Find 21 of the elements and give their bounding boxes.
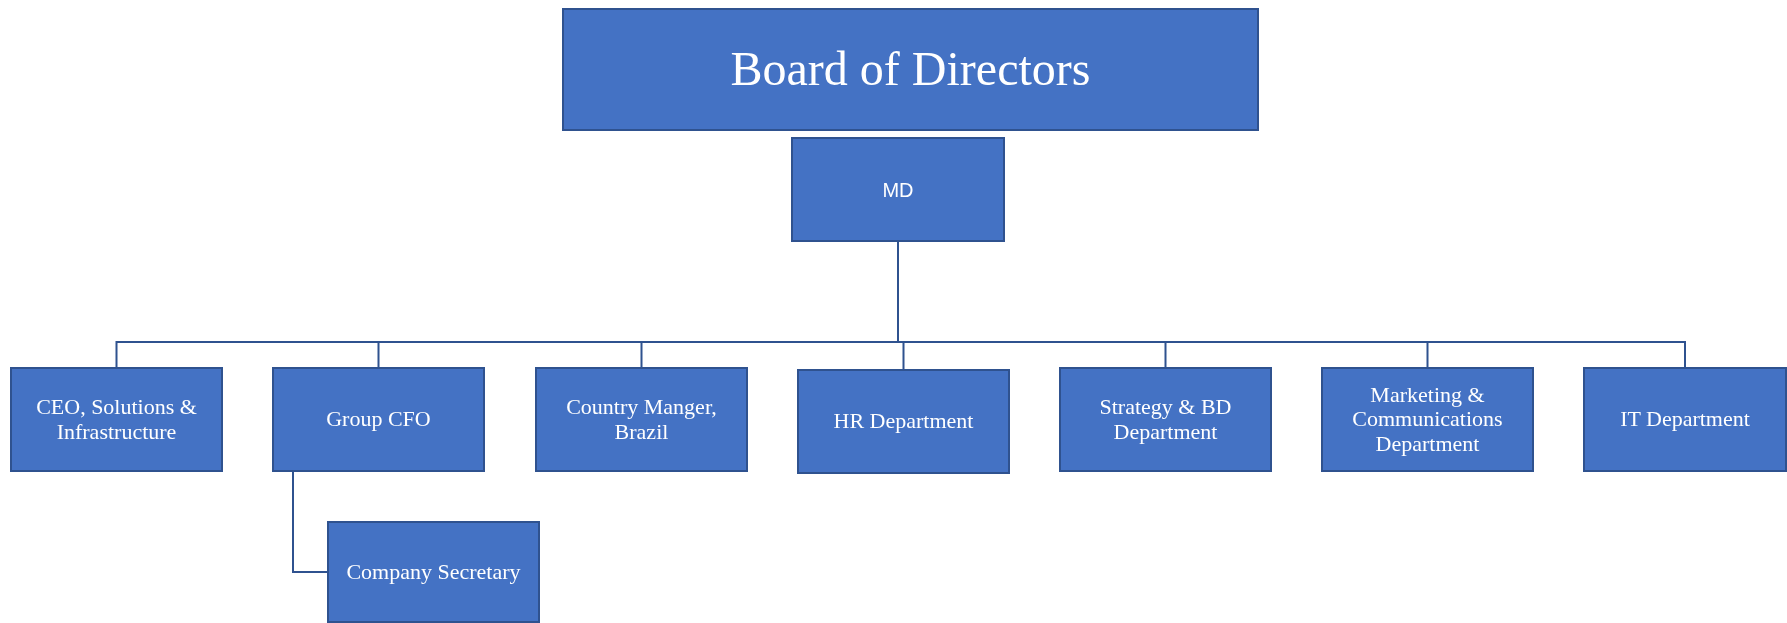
box-label: IT Department (1620, 407, 1750, 432)
org-box (791, 137, 1005, 242)
box-label: Company Secretary (346, 559, 521, 585)
org-box (1583, 367, 1787, 472)
org-box (797, 369, 1010, 474)
box-label: MD (882, 178, 914, 201)
box-label: Strategy & BD Department (1098, 395, 1233, 444)
org-box (535, 367, 748, 472)
box-label: HR Department (833, 409, 974, 434)
box-label: CEO, Solutions & Infrastructure (35, 395, 198, 444)
org-box (10, 367, 223, 472)
org-box (1059, 367, 1272, 472)
box-label: Board of Directors (730, 43, 1091, 96)
connector-line (292, 471, 328, 573)
org-box (562, 8, 1259, 131)
org-box (1321, 367, 1534, 472)
box-label: Country Manger, Brazil (565, 395, 718, 444)
box-label: Group CFO (326, 407, 431, 432)
org-box (272, 367, 485, 472)
box-label: Marketing & Communications Department (1351, 383, 1504, 456)
org-box (327, 521, 540, 623)
